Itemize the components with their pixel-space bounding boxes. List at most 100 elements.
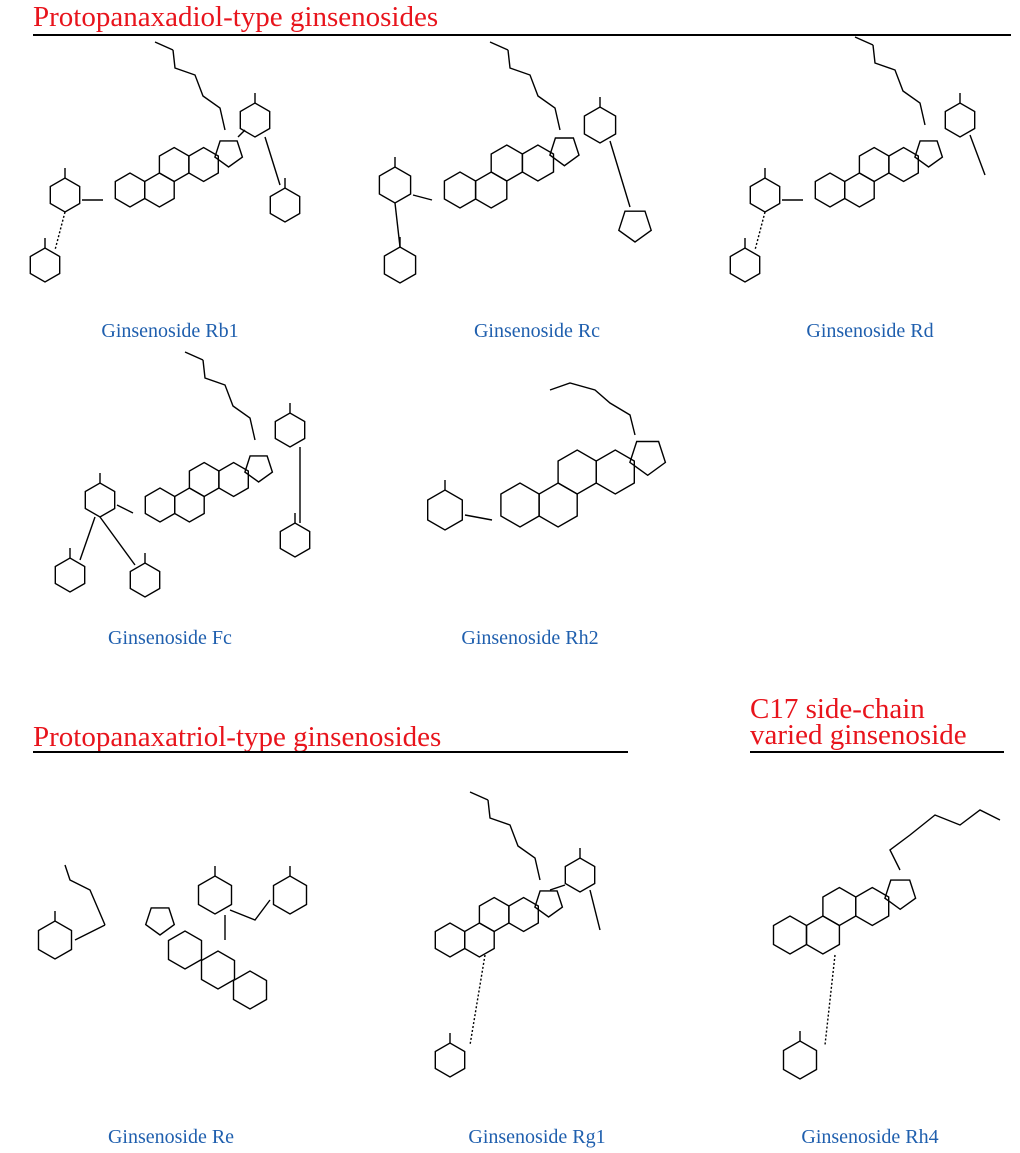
ring	[218, 461, 249, 498]
bond	[549, 884, 566, 891]
bond	[889, 809, 1001, 871]
section-divider	[750, 751, 1004, 753]
structure-rh2	[427, 382, 667, 531]
compound-label-rb1: Ginsenoside Rb1	[101, 320, 239, 342]
bond	[854, 36, 874, 46]
bond	[99, 516, 136, 566]
ring	[144, 487, 176, 523]
ring	[538, 482, 578, 528]
ring	[232, 970, 268, 1010]
ring	[269, 187, 301, 223]
bond	[489, 41, 509, 51]
bond	[154, 41, 174, 51]
bond	[754, 211, 766, 251]
ring	[434, 922, 466, 958]
ring	[557, 449, 597, 495]
ring	[595, 449, 635, 495]
bond	[464, 514, 493, 521]
ring	[521, 144, 555, 182]
bond	[237, 129, 246, 138]
ring	[274, 412, 306, 448]
ring	[197, 875, 233, 915]
bond	[184, 351, 204, 361]
ring	[534, 890, 564, 918]
ring	[114, 172, 146, 208]
compound-label-rc: Ginsenoside Rc	[473, 320, 601, 342]
bond	[54, 211, 66, 251]
ring	[805, 915, 841, 955]
ring	[858, 146, 890, 183]
ring	[749, 177, 781, 213]
ring	[914, 140, 944, 168]
ring	[944, 102, 976, 138]
ring	[427, 489, 463, 531]
bond	[202, 359, 256, 441]
compound-label-fc: Ginsenoside Fc	[108, 627, 232, 649]
ring	[617, 210, 653, 243]
ring	[508, 896, 539, 933]
section-title-c17-line1: C17 side-chain	[750, 693, 925, 725]
ring	[167, 930, 203, 970]
section-divider	[33, 751, 628, 753]
structure-rc	[378, 41, 653, 284]
ring	[564, 857, 596, 893]
structure-re	[37, 864, 308, 1010]
bond	[487, 799, 541, 881]
ring	[378, 166, 412, 204]
ring	[478, 896, 510, 933]
compound-label-rh2: Ginsenoside Rh2	[461, 627, 599, 649]
ring	[29, 247, 61, 283]
ring	[188, 461, 220, 498]
compound-label-rg1: Ginsenoside Rg1	[468, 1126, 606, 1148]
section-title-protopanaxadiol: Protopanaxadiol-type ginsenosides	[33, 1, 439, 33]
bond	[79, 516, 96, 561]
compound-label-rd: Ginsenoside Rd	[806, 320, 934, 342]
ring	[272, 875, 308, 915]
ring	[844, 172, 875, 208]
bond	[394, 202, 401, 248]
ring	[144, 172, 175, 208]
ring	[129, 562, 161, 598]
ring	[629, 440, 667, 477]
ring	[464, 922, 495, 958]
structure-rh4	[772, 809, 1001, 1080]
ring	[54, 557, 86, 593]
compound-label-rh4: Ginsenoside Rh4	[801, 1126, 939, 1148]
structure-fc	[54, 351, 311, 598]
compound-label-re: Ginsenoside Re	[107, 1126, 235, 1148]
ring	[888, 146, 919, 183]
section-title-c17-line2: varied ginsenoside	[750, 719, 967, 751]
bond	[264, 136, 281, 186]
ring	[37, 920, 73, 960]
ring	[214, 140, 244, 168]
ring	[84, 482, 116, 518]
bond	[872, 44, 926, 126]
bond	[549, 382, 636, 436]
bond	[74, 924, 106, 941]
bond	[507, 49, 561, 131]
bond	[609, 140, 631, 208]
ring	[549, 137, 580, 167]
bond	[469, 954, 486, 1046]
ring	[855, 886, 890, 927]
ring	[239, 102, 271, 138]
ring	[174, 487, 205, 523]
structure-rg1	[434, 791, 601, 1078]
ring	[144, 907, 176, 936]
ring	[49, 177, 81, 213]
bond	[824, 954, 836, 1046]
ring	[383, 246, 417, 284]
ring	[158, 146, 190, 183]
section-divider	[33, 34, 1011, 36]
ring	[244, 455, 274, 483]
bond	[229, 899, 271, 921]
ring	[434, 1042, 466, 1078]
bond	[469, 791, 489, 801]
bond	[589, 889, 601, 931]
ring	[188, 146, 219, 183]
ring	[443, 171, 477, 209]
bond	[64, 864, 106, 926]
ring	[772, 915, 808, 955]
bond	[172, 49, 226, 131]
bond	[969, 134, 986, 176]
